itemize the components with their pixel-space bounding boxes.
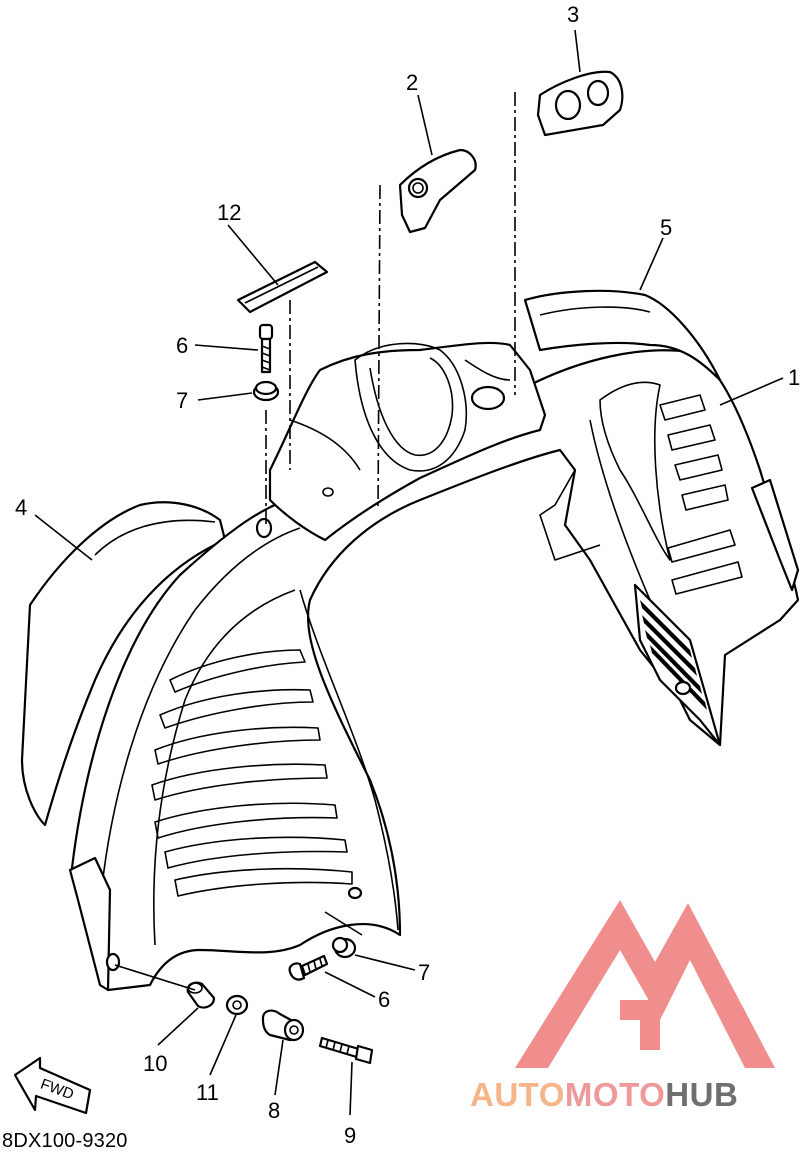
watermark-brand: AUTOMOTOHUB	[470, 1076, 738, 1114]
part-9-bolt	[318, 1036, 374, 1065]
callout-11: 11	[196, 1080, 219, 1105]
diagram-code: 8DX100-9320	[2, 1130, 128, 1152]
watermark-logo	[515, 900, 775, 1068]
meter-housing	[268, 341, 547, 542]
callout-8: 8	[268, 1098, 280, 1123]
callout-5: 5	[660, 215, 672, 240]
fwd-arrow: FWD	[13, 1056, 92, 1115]
part-5-right-panel	[523, 289, 722, 382]
callout-12: 12	[217, 200, 241, 225]
callout-2: 2	[406, 70, 418, 95]
callout-6-upper: 6	[176, 333, 188, 358]
callout-3: 3	[567, 2, 579, 27]
part-6-upper-screw	[258, 323, 274, 374]
callout-7-upper: 7	[176, 388, 188, 413]
assembly-lines	[265, 92, 516, 528]
part-11-washer	[225, 994, 249, 1016]
callout-labels: 1 2 3 4 5 6 7 12 7 6 10 11 8 9	[15, 2, 800, 1148]
part-1-front-cover	[68, 349, 800, 992]
part-2-bracket	[398, 148, 477, 234]
callout-7-lower: 7	[418, 960, 430, 985]
part-12-strip	[236, 260, 329, 314]
callout-9: 9	[344, 1123, 356, 1148]
callout-6-lower: 6	[378, 987, 390, 1012]
callout-4: 4	[15, 495, 27, 520]
part-7-upper-grommet	[252, 380, 280, 402]
callout-10: 10	[143, 1051, 167, 1076]
leader-lines	[34, 29, 784, 1116]
brand-part-hub: HUB	[665, 1076, 739, 1113]
part-7-lower-grommet	[331, 936, 357, 959]
part-6-lower-screw	[288, 954, 329, 981]
callout-1: 1	[788, 365, 800, 390]
part-4-left-panel	[20, 501, 227, 827]
right-vent-slots	[599, 381, 743, 595]
left-vent-slots	[151, 649, 353, 897]
part-10-collar	[186, 981, 216, 1009]
brand-part-moto: MOTO	[564, 1076, 666, 1113]
part-3-gasket	[536, 70, 624, 137]
part-8-grommet	[261, 1009, 305, 1042]
brand-part-auto: AUTO	[470, 1076, 565, 1113]
hatched-strap	[633, 583, 722, 747]
